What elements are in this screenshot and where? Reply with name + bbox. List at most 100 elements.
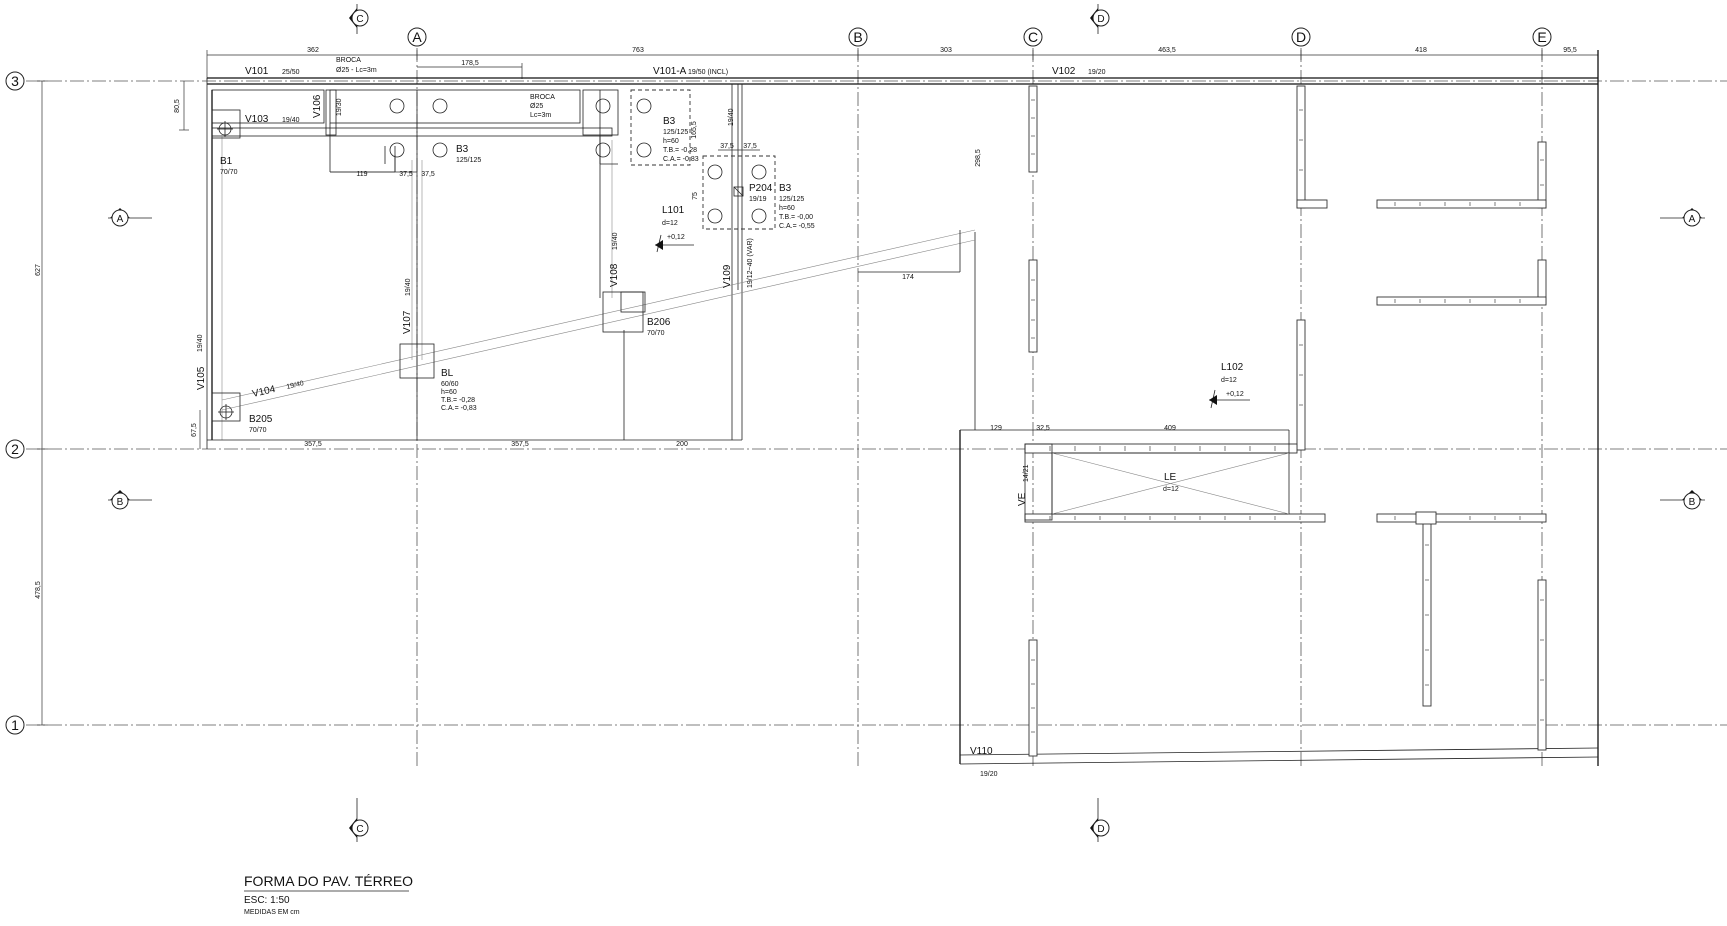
svg-text:418: 418 — [1415, 47, 1427, 54]
svg-text:125/125: 125/125 — [779, 196, 804, 203]
drawing-title: FORMA DO PAV. TÉRREO — [244, 873, 413, 889]
svg-text:37,5: 37,5 — [421, 171, 435, 178]
svg-text:3: 3 — [11, 73, 19, 89]
broca-right-spec1: Ø25 — [530, 103, 543, 110]
drawing-units: MEDIDAS EM cm — [244, 909, 300, 916]
beam-v105-size: 19/40 — [197, 334, 204, 352]
slab-le-label: LE — [1164, 472, 1177, 483]
svg-text:37,5: 37,5 — [399, 171, 413, 178]
pillar-p204-label: P204 — [749, 183, 773, 194]
svg-text:60/60: 60/60 — [441, 381, 459, 388]
svg-text:C.A.= -0,83: C.A.= -0,83 — [663, 156, 699, 163]
svg-text:h=60: h=60 — [663, 138, 679, 145]
beam-v107-size: 19/40 — [405, 278, 412, 296]
foundation-b205-size: 70/70 — [249, 427, 267, 434]
beam-v108-size: 19/40 — [612, 232, 619, 250]
svg-text:362: 362 — [307, 47, 319, 54]
svg-text:D: D — [1296, 29, 1306, 45]
svg-text:h=60: h=60 — [779, 205, 795, 212]
svg-text:E: E — [1537, 29, 1546, 45]
axis-bubble-a: A — [407, 27, 427, 47]
broca-left-spec: Ø25 - Lc=3m — [336, 67, 377, 74]
svg-text:32,5: 32,5 — [1036, 425, 1050, 432]
axis-bubble-1: 1 — [5, 715, 25, 735]
top-dimension-chain: 362 763 303 463,5 418 95,5 178,5 — [206, 47, 1599, 80]
svg-text:165,5: 165,5 — [691, 121, 698, 139]
slab-l102-level: +0,12 — [1226, 391, 1244, 398]
svg-text:D: D — [1097, 14, 1104, 25]
svg-text:19/40: 19/40 — [728, 108, 735, 126]
slab-le-stair — [960, 429, 1290, 521]
left-block-frame — [207, 84, 743, 441]
beam-v110-label: V110 — [970, 746, 993, 757]
drawing-scale: ESC: 1:50 — [244, 895, 290, 906]
section-marker-b-left: B — [108, 490, 152, 510]
axis-bubble-e: E — [1532, 27, 1552, 47]
foundation-b206-size: 70/70 — [647, 330, 665, 337]
beam-v109-label: V109 — [722, 264, 733, 288]
section-marker-d-bottom: D — [1090, 798, 1110, 842]
grid-lines — [26, 48, 1727, 766]
slab-l101-label: L101 — [662, 205, 685, 216]
axis-bubble-d: D — [1291, 27, 1311, 47]
svg-text:C.A.= -0,83: C.A.= -0,83 — [441, 405, 477, 412]
svg-text:37,5: 37,5 — [720, 143, 734, 150]
svg-text:C.A.= -0,55: C.A.= -0,55 — [779, 223, 815, 230]
beam-v106: V106 19/30 — [312, 89, 343, 136]
beam-v102-label: V102 — [1052, 66, 1076, 77]
svg-text:A: A — [412, 29, 422, 45]
foundation-b206-label: B206 — [647, 317, 671, 328]
broca-piles — [389, 98, 767, 224]
beam-v101a-size: 19/50 (INCL) — [688, 69, 728, 76]
level-marker-l101 — [655, 234, 694, 253]
svg-text:357,5: 357,5 — [511, 441, 529, 448]
svg-text:298,5: 298,5 — [975, 149, 982, 167]
svg-text:19/30: 19/30 — [336, 98, 343, 116]
svg-text:478,5: 478,5 — [35, 581, 42, 599]
svg-text:C: C — [1028, 29, 1038, 45]
beam-v104-diagonal — [221, 229, 976, 411]
svg-text:75: 75 — [692, 192, 699, 200]
axis-bubble-2: 2 — [5, 439, 25, 459]
foundation-b205-label: B205 — [249, 414, 273, 425]
svg-text:119: 119 — [356, 171, 367, 178]
beam-v107-label: V107 — [402, 310, 413, 334]
svg-text:303: 303 — [940, 47, 952, 54]
beam-v102-size: 19/20 — [1088, 69, 1106, 76]
svg-text:178,5: 178,5 — [461, 60, 479, 67]
broca-left-title: BROCA — [336, 57, 361, 64]
beam-v103-size: 19/40 — [282, 117, 300, 124]
svg-text:1: 1 — [11, 717, 19, 733]
section-marker-a-left: A — [108, 208, 152, 227]
svg-text:2: 2 — [11, 441, 19, 457]
masonry-piers — [1024, 85, 1547, 757]
beam-ve-size: 14/21 — [1023, 464, 1030, 482]
section-marker-c-top: C — [349, 4, 369, 34]
broca-right-title: BROCA — [530, 94, 555, 101]
slab-l102-thickness: d=12 — [1221, 377, 1237, 384]
beam-v108-label: V108 — [609, 263, 620, 287]
beam-v104-label: V104 — [251, 384, 277, 400]
beam-v101-size: 25/50 — [282, 69, 300, 76]
foundation-b1-label: B1 — [220, 156, 233, 167]
beam-v110-size: 19/20 — [980, 771, 998, 778]
svg-text:T.B.= -0,28: T.B.= -0,28 — [441, 397, 475, 404]
svg-text:C: C — [356, 824, 363, 835]
slab-l102-label: L102 — [1221, 362, 1244, 373]
foundation-b1-size: 70/70 — [220, 169, 238, 176]
svg-text:B: B — [117, 497, 124, 508]
beam-v101a-label: V101-A — [653, 66, 687, 77]
foundation-bl-label: BL — [441, 368, 454, 379]
svg-text:627: 627 — [35, 264, 42, 276]
beam-v109-size: 19/12~40 (VAR) — [747, 238, 754, 288]
svg-text:A: A — [117, 214, 124, 225]
svg-text:463,5: 463,5 — [1158, 47, 1176, 54]
section-marker-a-right: A — [1660, 208, 1705, 227]
axis-bubble-3: 3 — [5, 71, 25, 91]
slab-labels: L101 d=12 +0,12 L102 d=12 +0,12 LE d=12 — [662, 205, 1244, 493]
svg-text:C: C — [356, 14, 363, 25]
slab-l101-thickness: d=12 — [662, 220, 678, 227]
beam-ve-label: VE — [1017, 492, 1028, 506]
pillar-p204-size: 19/19 — [749, 196, 767, 203]
building-outline — [206, 50, 1599, 766]
